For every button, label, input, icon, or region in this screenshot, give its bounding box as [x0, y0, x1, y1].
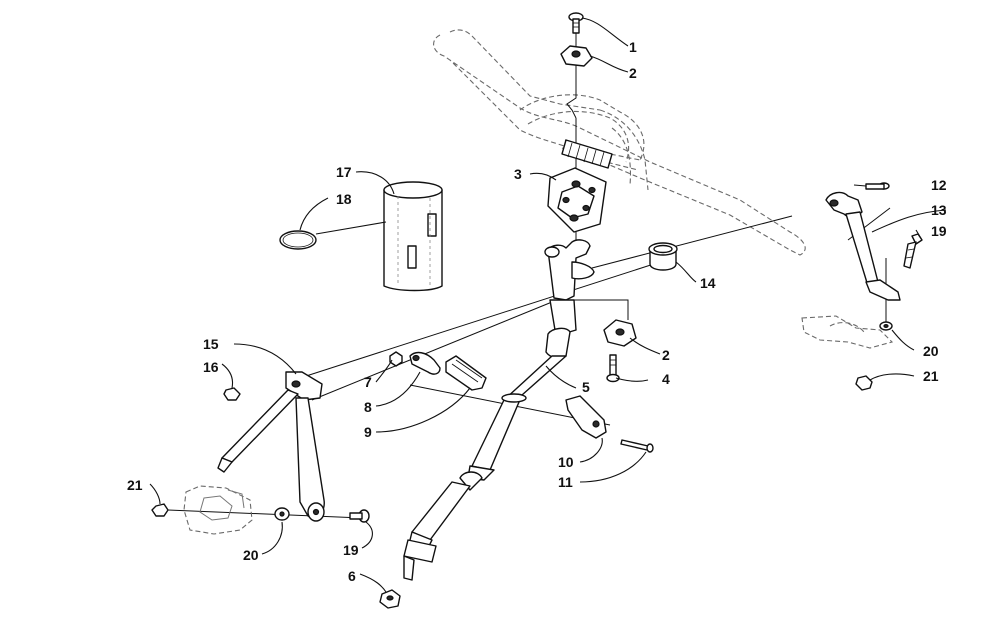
callout-18: 18 [336, 191, 352, 207]
callout-7: 7 [364, 374, 372, 390]
part-1-bolt [568, 12, 584, 34]
assembly-axis-lines [167, 28, 891, 519]
callout-16: 16 [203, 359, 219, 375]
part-21-nut-right [855, 375, 873, 391]
callout-4: 4 [662, 371, 670, 387]
callout-1: 1 [629, 39, 637, 55]
part-12-bolt [865, 182, 890, 190]
callout-21-left: 21 [127, 477, 143, 493]
part-5-steering-post [403, 239, 595, 581]
part-4-bolt [606, 354, 620, 383]
part-9-bracket [445, 355, 487, 391]
callout-2-upper: 2 [629, 65, 637, 81]
callout-11: 11 [558, 474, 573, 490]
part-2-clamp-cap-lower [603, 319, 637, 347]
callout-3: 3 [514, 166, 522, 182]
part-13-steering-arm [825, 191, 901, 301]
callout-5: 5 [582, 379, 590, 395]
part-3-handlebar-block [547, 167, 607, 233]
callout-13: 13 [931, 202, 947, 218]
part-20-washer-right [879, 321, 893, 331]
part-6-lower-nut [379, 589, 401, 609]
part-15-tie-rod [217, 371, 325, 522]
callout-17: 17 [336, 164, 352, 180]
callout-labels: 1 2 3 4 5 6 7 8 9 10 11 12 13 14 15 16 1… [127, 39, 947, 584]
part-19-bolt-right [903, 233, 923, 269]
callout-8: 8 [364, 399, 372, 415]
callout-19-left: 19 [343, 542, 359, 558]
part-7-nut [389, 351, 403, 367]
spindle-phantom-right [801, 315, 894, 349]
part-11-bolt [620, 439, 654, 453]
callout-9: 9 [364, 424, 372, 440]
callout-20-left: 20 [243, 547, 259, 563]
callout-20-right: 20 [923, 343, 939, 359]
part-19-bolt-left [349, 509, 370, 523]
callout-21-right: 21 [923, 368, 939, 384]
handlebar-knurl [561, 139, 613, 169]
callout-2-lower: 2 [662, 347, 670, 363]
part-21-nut-left [151, 503, 169, 517]
callout-19-right: 19 [931, 223, 947, 239]
part-16-nut [223, 387, 241, 401]
part-10-clamp-bracket [565, 395, 607, 439]
callout-12: 12 [931, 177, 947, 193]
part-17-boot [383, 181, 443, 292]
part-14-bushing [648, 242, 678, 271]
part-20-washer-left [274, 507, 290, 521]
callout-6: 6 [348, 568, 356, 584]
callout-14: 14 [700, 275, 716, 291]
part-2-clamp-cap-upper [560, 45, 593, 67]
part-8-link-arm [409, 351, 441, 375]
callout-10: 10 [558, 454, 574, 470]
handlebar-phantom [433, 29, 806, 256]
part-18-snap-ring [279, 230, 317, 250]
callout-15: 15 [203, 336, 219, 352]
callout-leaders [149, 17, 947, 593]
spindle-phantom-left [183, 485, 253, 535]
